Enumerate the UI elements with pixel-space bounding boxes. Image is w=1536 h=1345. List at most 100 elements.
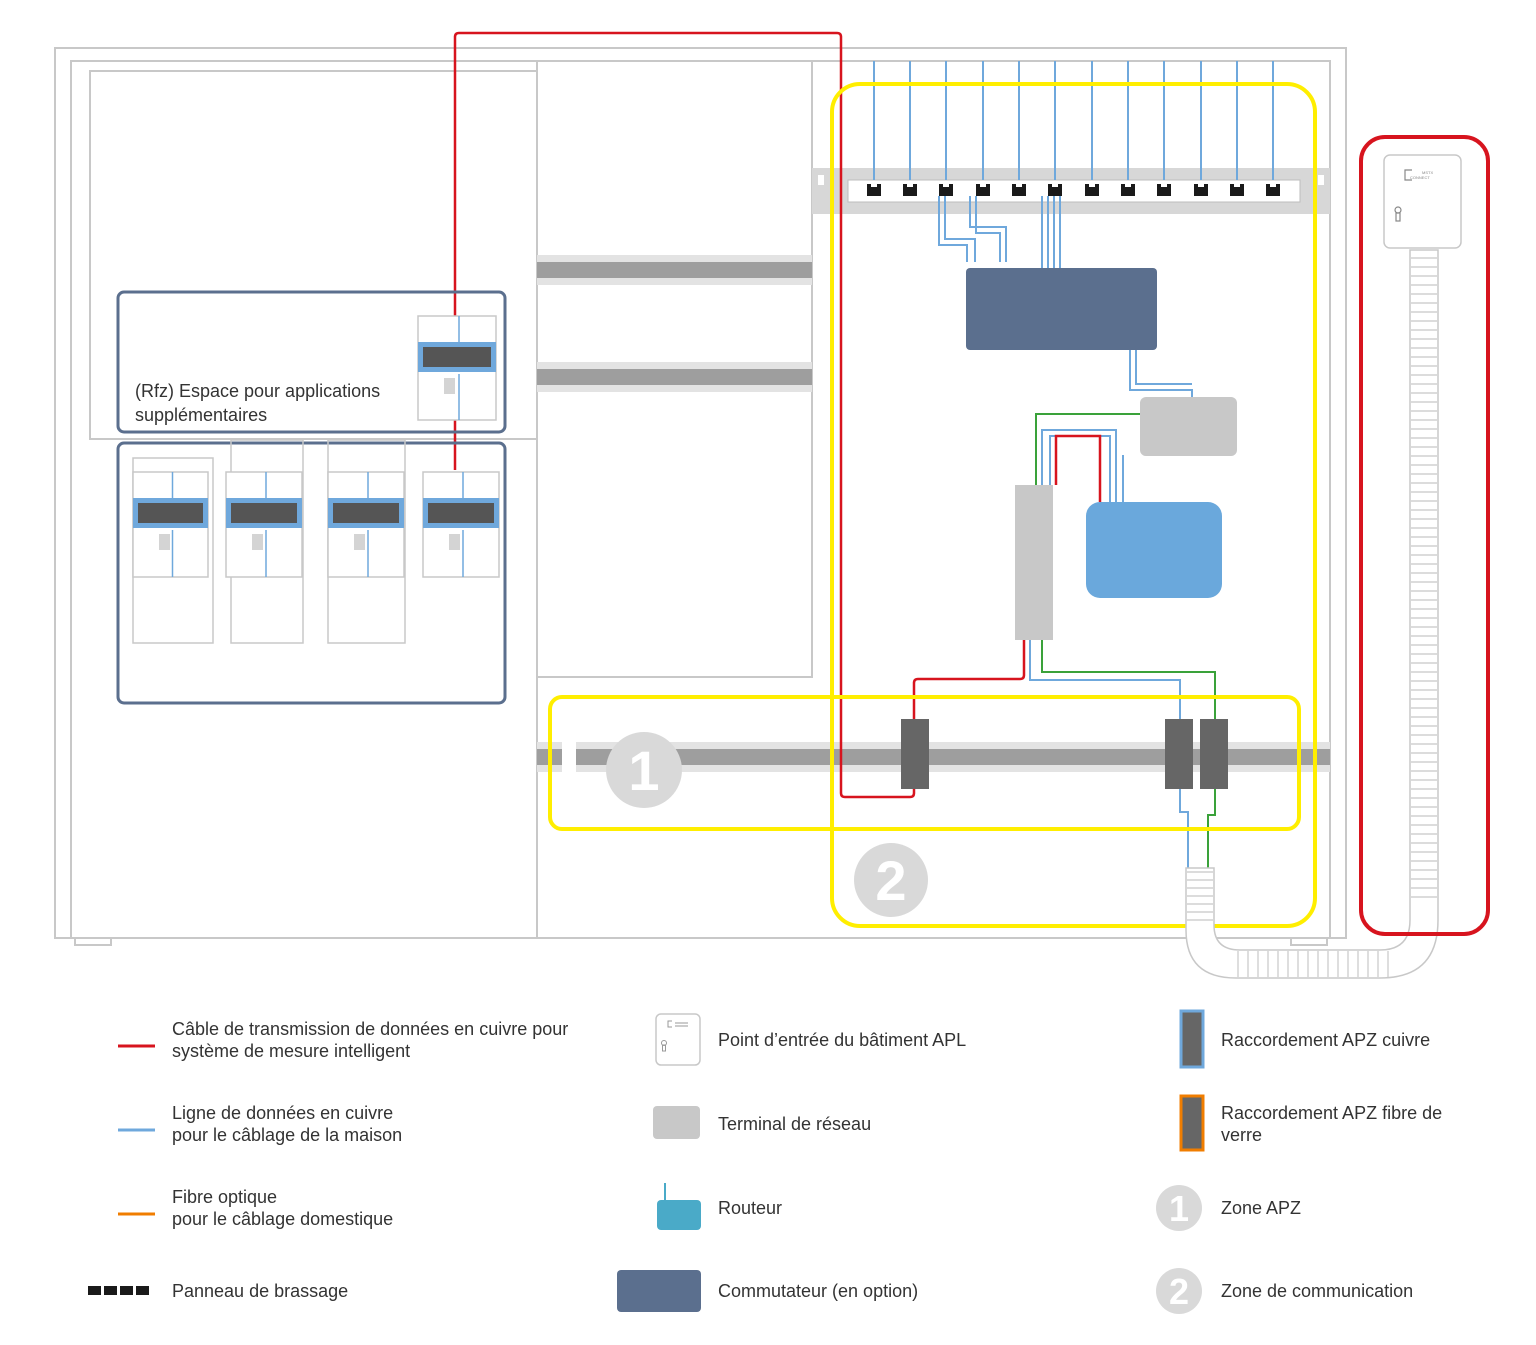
- patch-port: [1121, 184, 1135, 196]
- patch-port-notch: [1016, 184, 1022, 187]
- zone-comm-badge: 2: [854, 843, 928, 917]
- legend-apl-label: Point d’entrée du bâtiment APL: [718, 1030, 967, 1050]
- patch-port: [1048, 184, 1062, 196]
- apl-logo-line2: CONNECT: [1410, 175, 1430, 180]
- meter-display: [138, 503, 203, 523]
- patch-port-notch: [1270, 184, 1276, 187]
- meter-tag: [354, 534, 365, 550]
- patch-port: [976, 184, 990, 196]
- zone-apz-badge: 1: [606, 732, 682, 808]
- patch-port-notch: [980, 184, 986, 187]
- legend-patch-panel-icon: [88, 1286, 149, 1295]
- patch-port: [1012, 184, 1026, 196]
- patch-port: [867, 184, 881, 196]
- green-cables: [1035, 413, 1216, 870]
- legend-apz-fiber-icon: [1179, 1094, 1205, 1152]
- meter-display: [231, 503, 297, 523]
- legend-red-cable-line1: Câble de transmission de données en cuiv…: [172, 1019, 569, 1039]
- legend-blue-cable-line2: pour le câblage de la maison: [172, 1125, 403, 1145]
- legend-switch-label: Commutateur (en option): [718, 1281, 919, 1301]
- blue-cables-internal: [938, 196, 1193, 870]
- legend-fiber-line1: Fibre optique: [172, 1187, 278, 1207]
- patch-port: [1266, 184, 1280, 196]
- electricity-meters: [132, 315, 500, 578]
- meter-tag: [159, 534, 170, 550]
- patch-port: [1230, 184, 1244, 196]
- meter-display: [428, 503, 494, 523]
- rfz-label-line1: (Rfz) Espace pour applications: [135, 381, 380, 401]
- legend-apz-copper-icon: [1179, 1009, 1205, 1069]
- legend-blue-cable-line1: Ligne de données en cuivre: [172, 1103, 394, 1123]
- legend-apz-copper-label: Raccordement APZ cuivre: [1221, 1030, 1431, 1050]
- patch-port-notch: [1089, 184, 1095, 187]
- switch: [966, 268, 1157, 350]
- legend-zone-comm-badge: 2: [1156, 1268, 1202, 1314]
- legend-zone1-number: 1: [1169, 1188, 1189, 1229]
- patch-port-notch: [1052, 184, 1058, 187]
- meter: [225, 471, 303, 578]
- patch-port-notch: [1234, 184, 1240, 187]
- apz-connectors: [901, 719, 1228, 789]
- red-data-cable: [453, 31, 1026, 799]
- apl-box: MSTX CONNECT: [1383, 154, 1462, 249]
- legend-zone2-number: 2: [1169, 1271, 1189, 1312]
- patch-port-notch: [1125, 184, 1131, 187]
- legend-apz-fiber-line2: verre: [1221, 1125, 1263, 1145]
- legend-fiber-label: Fibre optique pour le câblage domestique: [172, 1186, 393, 1230]
- legend-zone-apz-badge: 1: [1156, 1185, 1202, 1231]
- legend-apz-fiber-line1: Raccordement APZ fibre de: [1221, 1103, 1443, 1123]
- meter-display: [423, 347, 491, 367]
- meter: [132, 471, 209, 578]
- yellow-zones: [548, 82, 1317, 928]
- legend-router-label: Routeur: [718, 1198, 783, 1218]
- meter: [417, 315, 497, 421]
- patch-port: [1085, 184, 1099, 196]
- blue-cables-to-building: [873, 61, 1274, 180]
- patch-port-notch: [1161, 184, 1167, 187]
- router: [1086, 458, 1222, 598]
- network-terminal: [1140, 397, 1237, 456]
- legend-blue-cable-label: Ligne de données en cuivre pour le câbla…: [172, 1102, 402, 1146]
- meter-tag: [252, 534, 263, 550]
- patch-port: [1157, 184, 1171, 196]
- legend-switch-icon: [617, 1270, 701, 1312]
- rfz-frame: (Rfz) Espace pour applications supplémen…: [116, 290, 507, 434]
- legend-router-icon: [657, 1183, 701, 1230]
- patch-port-notch: [907, 184, 913, 187]
- communication-zone: [830, 82, 1317, 928]
- legend-patch-panel-label: Panneau de brassage: [172, 1281, 349, 1301]
- meter-frame: [116, 439, 507, 705]
- meter: [422, 471, 500, 578]
- legend-apz-fiber-label: Raccordement APZ fibre de verre: [1221, 1102, 1442, 1146]
- meter-tag: [449, 534, 460, 550]
- patch-port: [1194, 184, 1208, 196]
- rfz-label-line2: supplémentaires: [135, 405, 267, 425]
- apl-logo-line1: MSTX: [1422, 170, 1433, 175]
- conduit-ribs: [1187, 257, 1437, 977]
- media-converter: [1015, 485, 1053, 640]
- patch-port-notch: [1198, 184, 1204, 187]
- legend-fiber-line2: pour le câblage domestique: [172, 1209, 394, 1229]
- patch-port: [939, 184, 953, 196]
- legend-network-terminal-label: Terminal de réseau: [718, 1114, 872, 1134]
- legend-apl-icon: [655, 1013, 701, 1066]
- legend-zone-comm-label: Zone de communication: [1221, 1281, 1414, 1301]
- meter: [327, 471, 405, 578]
- zone-comm-number: 2: [875, 849, 906, 912]
- legend-red-cable-line2: système de mesure intelligent: [172, 1041, 411, 1061]
- zone-apz-number: 1: [628, 739, 659, 802]
- legend-network-terminal-icon: [653, 1106, 700, 1139]
- patch-port-notch: [943, 184, 949, 187]
- patch-port-notch: [871, 184, 877, 187]
- patch-panel: [812, 168, 1330, 214]
- meter-display: [333, 503, 399, 523]
- legend-red-cable-label: Câble de transmission de données en cuiv…: [172, 1018, 568, 1062]
- legend-zone-apz-label: Zone APZ: [1221, 1198, 1302, 1218]
- conduit-outline: [1185, 249, 1439, 979]
- patch-panel-ports: [867, 184, 1280, 196]
- router-red-cable: [1054, 434, 1102, 502]
- apl-red-frame: [1359, 135, 1490, 936]
- patch-port: [903, 184, 917, 196]
- apz-zone: [548, 695, 1301, 831]
